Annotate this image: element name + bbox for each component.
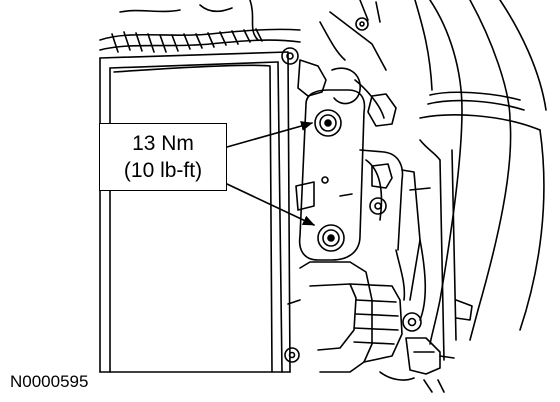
upper-hardware — [297, 0, 397, 127]
torque-imperial-label: (10 lb-ft) — [123, 159, 203, 182]
torque-metric-label: 13 Nm — [132, 132, 194, 155]
mounting-bracket — [295, 89, 366, 261]
transmission-case — [359, 149, 431, 321]
wiring-harness — [99, 0, 301, 53]
air-intake-tube — [414, 0, 547, 345]
control-module-housing — [99, 47, 300, 373]
lower-connector-assembly — [287, 261, 455, 393]
right-side-frame — [419, 139, 473, 361]
lower-bolt — [317, 224, 345, 252]
figure-id: N0000595 — [10, 372, 89, 391]
upper-bolt — [314, 109, 342, 137]
torque-callout-box: 13 Nm (10 lb-ft) — [99, 123, 227, 191]
callout-arrows — [226, 121, 315, 226]
